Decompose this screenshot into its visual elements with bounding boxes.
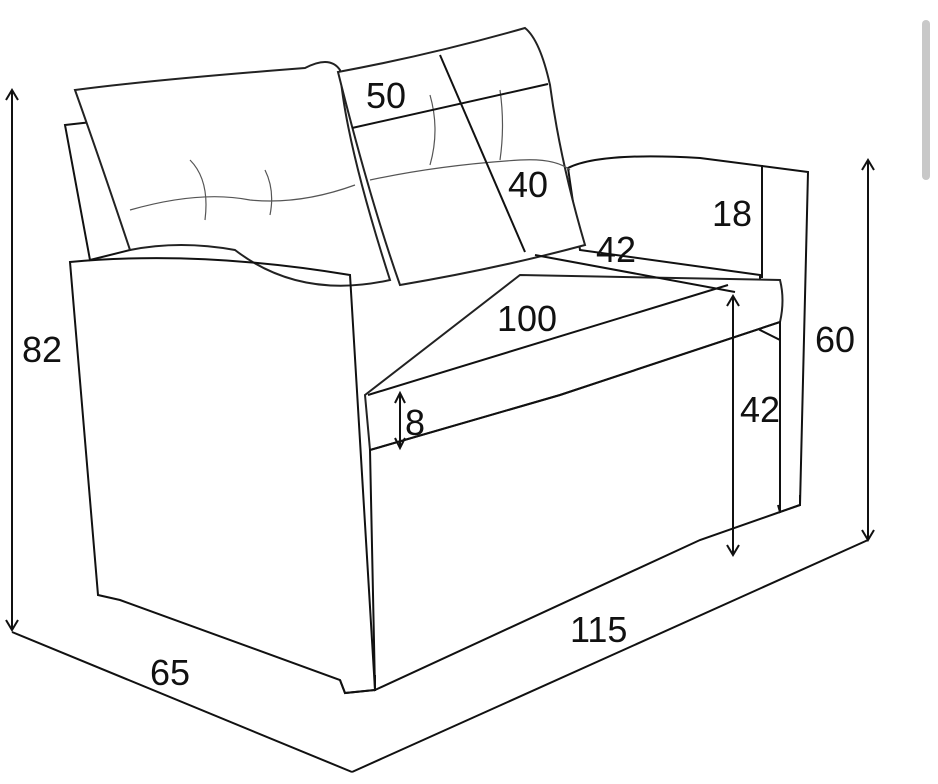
dim-width: 115 [570,609,627,650]
dim-seat-cushion-thickness: 8 [405,402,425,443]
dim-depth: 65 [150,652,190,693]
dim-seat-depth: 42 [596,229,636,270]
dim-armrest-above-seat: 18 [712,193,752,234]
left-arm [68,257,377,695]
right-arm [566,155,810,514]
leg [777,495,801,514]
leg [339,675,376,695]
right-back-cushion [336,26,587,287]
dim-cushion-width: 50 [366,75,406,116]
seat-cushion [363,273,784,452]
scrollbar[interactable] [922,20,930,180]
dim-total-height: 82 [22,329,62,370]
dim-arm-height: 60 [815,319,855,360]
dim-cushion-height: 40 [508,164,548,205]
left-back-cushion [73,61,392,287]
dim-seat-height: 42 [740,389,780,430]
dim-seat-width: 100 [497,298,557,339]
